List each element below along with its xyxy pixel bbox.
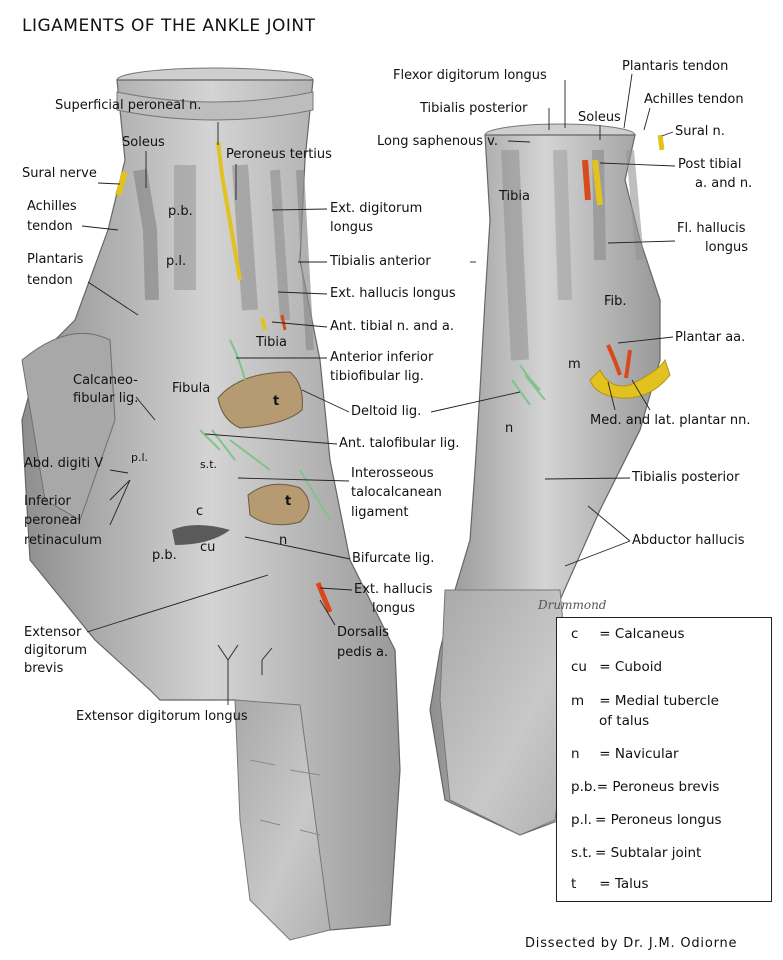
dissection-credit: Dissected by Dr. J.M. Odiorne <box>525 936 738 951</box>
label-ant-tibial-n-and-a: Ant. tibial n. and a. <box>330 319 454 334</box>
label-med-lat-plantar-nn: Med. and lat. plantar nn. <box>590 413 751 428</box>
bone-label-navicular-right: n <box>505 421 514 436</box>
left-foot-drawing <box>21 67 401 941</box>
right-foot-drawing <box>429 123 671 836</box>
label-sural-nerve: Sural nerve <box>22 166 97 181</box>
label-plantaris-tendon-left-1: Plantaris <box>27 252 84 267</box>
label-ext-digitorum-longus-1: Ext. digitorum <box>330 201 423 216</box>
label-calcaneofibular-2: fibular lig. <box>73 391 139 406</box>
label-ext-digitorum-longus-2: longus <box>330 220 374 235</box>
legend-row: n = Navicular <box>571 746 679 762</box>
label-tibialis-posterior-low: Tibialis posterior <box>632 470 740 485</box>
bone-label-pb-low: p.b. <box>152 548 177 563</box>
label-post-tibial-2: a. and n. <box>695 176 753 191</box>
bone-label-medial-tubercle: m <box>568 357 581 372</box>
label-plantaris-tendon-left-2: tendon <box>27 273 73 288</box>
label-ext-hallucis-longus-lower-1: Ext. hallucis <box>354 582 433 597</box>
bone-label-pl-top: p.l. <box>166 254 187 269</box>
label-fl-hallucis-2: longus <box>705 240 749 255</box>
label-anterior-inferior-tibiofibular-2: tibiofibular lig. <box>330 369 424 384</box>
abbreviation-legend: c = Calcaneus cu = Cuboid m = Medial tub… <box>556 617 772 902</box>
label-inferior-peroneal-retinaculum-2: peroneal <box>24 513 82 528</box>
legend-row: p.l.= Peroneus longus <box>571 812 722 828</box>
left-leader-lines <box>81 122 353 705</box>
bone-label-st: s.t. <box>200 458 218 471</box>
label-tibialis-posterior-top: Tibialis posterior <box>420 101 528 116</box>
label-interosseous-2: talocalcanean <box>351 485 442 500</box>
bone-label-pb-top: p.b. <box>168 204 193 219</box>
label-dorsalis-pedis-1: Dorsalis <box>337 625 390 640</box>
label-fl-hallucis-1: Fl. hallucis <box>677 221 746 236</box>
label-calcaneofibular-1: Calcaneo- <box>73 373 138 388</box>
label-tibialis-anterior: Tibialis anterior <box>330 254 431 269</box>
label-dorsalis-pedis-2: pedis a. <box>337 645 389 660</box>
bone-label-cuboid: cu <box>200 540 216 555</box>
label-soleus-left: Soleus <box>122 135 165 150</box>
label-extensor-digitorum-longus-bottom: Extensor digitorum longus <box>76 709 248 724</box>
label-extensor-digitorum-brevis-2: digitorum <box>24 643 88 658</box>
label-peroneus-tertius: Peroneus tertius <box>226 147 332 162</box>
label-abd-digiti-v: Abd. digiti V <box>24 456 104 471</box>
label-bifurcate-lig: Bifurcate lig. <box>352 551 435 566</box>
label-interosseous-1: Interosseous <box>351 466 434 481</box>
legend-row: t = Talus <box>571 876 649 892</box>
bone-label-navicular-left: n <box>279 533 288 548</box>
label-flexor-digitorum-longus: Flexor digitorum longus <box>393 68 547 83</box>
legend-row: m = Medial tubercle <box>571 693 719 709</box>
bone-label-tibia-left: Tibia <box>256 335 287 350</box>
legend-row: c = Calcaneus <box>571 626 685 642</box>
artist-signature: Drummond <box>538 598 607 612</box>
label-long-saphenous-v: Long saphenous v. <box>377 134 498 149</box>
label-soleus-right: Soleus <box>578 110 621 125</box>
label-achilles-tendon-right: Achilles tendon <box>644 92 744 107</box>
right-leader-lines <box>430 73 676 567</box>
label-post-tibial-1: Post tibial <box>678 157 742 172</box>
label-plantaris-tendon-right: Plantaris tendon <box>622 59 729 74</box>
label-inferior-peroneal-retinaculum-1: Inferior <box>24 494 71 509</box>
legend-row: p.b.= Peroneus brevis <box>571 779 720 795</box>
label-inferior-peroneal-retinaculum-3: retinaculum <box>24 533 102 548</box>
label-ext-hallucis-longus: Ext. hallucis longus <box>330 286 456 301</box>
label-achilles-tendon-left-2: tendon <box>27 219 73 234</box>
bone-label-pl-small: p.l. <box>131 451 149 464</box>
legend-row: of talus <box>599 713 650 729</box>
label-abductor-hallucis: Abductor hallucis <box>632 533 745 548</box>
bone-label-talus-2: t <box>285 494 292 509</box>
label-ext-hallucis-longus-lower-2: longus <box>372 601 416 616</box>
label-plantar-aa: Plantar aa. <box>675 330 746 345</box>
legend-row: cu = Cuboid <box>571 659 663 675</box>
bone-label-fibula: Fibula <box>172 381 211 396</box>
label-extensor-digitorum-brevis-3: brevis <box>24 661 64 676</box>
bone-label-talus-1: t <box>273 394 280 409</box>
legend-row: s.t.= Subtalar joint <box>571 845 702 861</box>
bone-label-tibia-right: Tibia <box>499 189 530 204</box>
label-deltoid-lig: Deltoid lig. <box>351 404 422 419</box>
label-interosseous-3: ligament <box>351 505 409 520</box>
bone-label-fib: Fib. <box>604 294 627 309</box>
page-title: LIGAMENTS OF THE ANKLE JOINT <box>22 16 316 36</box>
label-superficial-peroneal-n: Superficial peroneal n. <box>55 98 202 113</box>
label-anterior-inferior-tibiofibular-1: Anterior inferior <box>330 350 434 365</box>
label-sural-n: Sural n. <box>675 124 725 139</box>
bone-label-calcaneus: c <box>196 504 204 519</box>
label-achilles-tendon-left-1: Achilles <box>27 199 77 214</box>
label-ant-talofibular-lig: Ant. talofibular lig. <box>339 436 460 451</box>
label-extensor-digitorum-brevis-1: Extensor <box>24 625 82 640</box>
